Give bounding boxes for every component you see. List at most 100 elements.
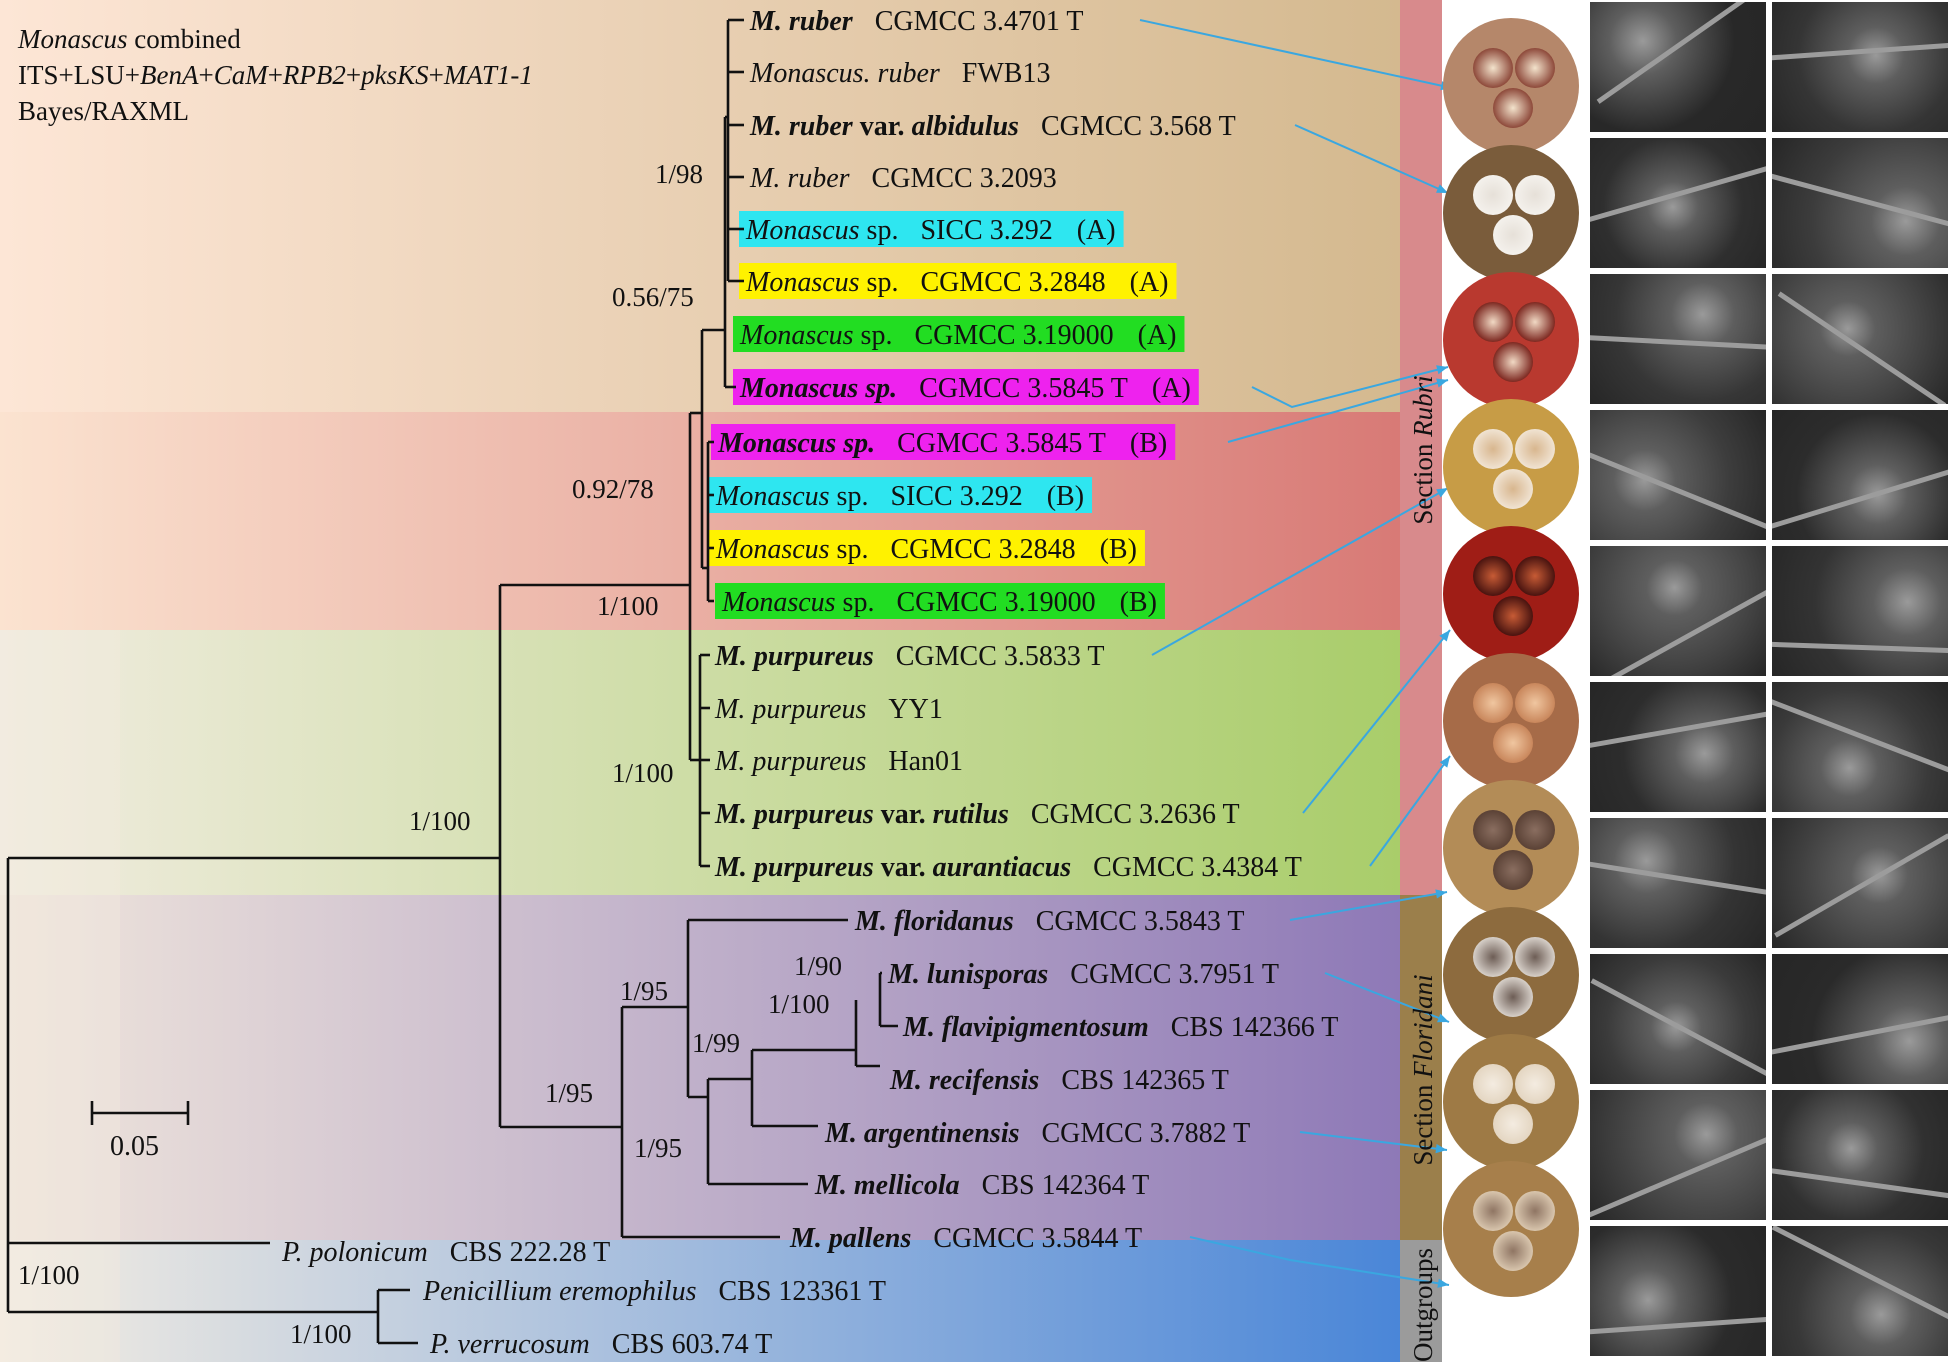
sem-tile [1590,2,1766,132]
taxon-name: M. lunisporas [887,959,1048,990]
hypha [1590,1316,1766,1335]
link-arrow [1299,1131,1448,1151]
colony [1493,342,1533,382]
sem-tile [1590,138,1766,268]
hypha [1590,163,1766,224]
support-value: 1/98 [655,159,703,189]
title-part: + [428,60,444,90]
sem-tile [1590,1090,1766,1220]
clone-tag: (B) [1100,534,1137,565]
sem-tile [1772,138,1948,268]
link-arrowhead [1436,488,1448,498]
section-floridani-label: Section Floridani [1408,974,1438,1165]
band-rubri-b [0,412,1400,630]
plate-rutilus [1443,526,1579,662]
taxon-name: M. pallens [789,1223,911,1254]
taxon-suffix: sp. [830,534,869,565]
strain-highlight [711,424,1176,460]
sem-tile [1590,954,1766,1084]
title-part: ITS+LSU+ [18,60,140,90]
colony [1515,683,1555,723]
sem-tile [1772,682,1948,812]
support-value: 1/90 [794,951,842,981]
taxon-label: Monascus sp.CGMCC 3.5845 T(B) [717,428,1167,459]
hypha [1772,466,1948,531]
colony [1473,556,1513,596]
sem-tile [1772,1226,1948,1356]
colony [1493,723,1533,763]
clone-tag: (B) [1047,481,1084,512]
hypha [1590,451,1766,532]
colony [1515,556,1555,596]
taxon-strain: CGMCC 3.19000 [896,587,1095,618]
sem-tile [1772,1090,1948,1220]
taxon-strain: CGMCC 3.5833 T [896,641,1105,672]
svg-text:Monascus sp.SICC 3.292(B): Monascus sp.SICC 3.292(B) [715,481,1084,512]
colony [1515,1064,1555,1104]
sem-tile [1772,274,1948,404]
taxon-strain: CGMCC 3.568 T [1041,111,1236,142]
plate-floridanus [1443,780,1579,916]
strain-highlight [715,583,1165,619]
sem-tile [1772,818,1948,948]
taxon-name: Monascus [721,587,836,618]
taxon-strain: SICC 3.292 [920,215,1052,246]
hypha [1590,978,1766,1077]
taxon-name: M. recifensis [889,1065,1039,1096]
svg-text:Monascus sp.CGMCC 3.5845 T(A): Monascus sp.CGMCC 3.5845 T(A) [739,373,1191,404]
colony [1493,596,1533,636]
link-arrowhead [1437,1278,1449,1288]
support-value: 1/100 [18,1260,80,1290]
taxon-name: M. floridanus [854,906,1014,937]
colony [1493,1104,1533,1144]
taxon-name: M. ruber [749,6,854,37]
taxon-strain: CBS 123361 T [718,1276,886,1307]
title-part: + [267,60,283,90]
taxon-label: Monascus sp.CGMCC 3.2848(B) [715,534,1137,565]
link-arrowhead [1439,630,1450,642]
hypha [1590,709,1766,750]
colony [1473,429,1513,469]
svg-text:Monascus sp.CGMCC 3.2848(B): Monascus sp.CGMCC 3.2848(B) [715,534,1137,565]
taxon-label: Monascus sp.SICC 3.292(A) [745,215,1116,246]
link-arrow [1139,19,1453,89]
taxon-variety: albidulus [912,111,1019,142]
taxon-name: Monascus [715,534,830,565]
taxon-strain: CBS 142366 T [1171,1012,1339,1043]
link-arrowhead [1436,184,1448,193]
support-value: 0.92/78 [572,474,654,504]
strain-highlight [709,530,1145,566]
taxon-label: Monascus sp.CGMCC 3.19000(B) [721,587,1157,618]
colony [1515,810,1555,850]
link-arrowhead [1437,1013,1449,1023]
svg-text:Monascus sp.SICC 3.292(A): Monascus sp.SICC 3.292(A) [745,215,1116,246]
taxon-strain: Han01 [888,746,963,777]
title-part: + [198,60,214,90]
support-value: 1/99 [692,1028,740,1058]
link-arrow [1294,124,1449,194]
section-prefix: Section [1408,1078,1438,1166]
taxon-name: M. purpureus [714,746,867,777]
scale-bar [90,1101,190,1125]
title-part: Monascus [18,24,128,54]
taxon-variety: aurantiacus [933,852,1072,883]
colony [1493,88,1533,128]
support-value: 1/100 [768,989,830,1019]
section-name: Rubri [1408,375,1438,438]
colony [1473,175,1513,215]
clone-tag: (B) [1120,587,1157,618]
colony [1473,48,1513,88]
taxon-name: P. polonicum [281,1237,428,1268]
title-line-3: Bayes/RAXML [18,96,189,127]
taxon-name: M. purpureus [714,799,874,830]
link-arrowhead [1436,365,1448,375]
support-value: 1/95 [545,1078,593,1108]
link-arrow [1189,1236,1450,1286]
plate-aurantiacus [1443,653,1579,789]
